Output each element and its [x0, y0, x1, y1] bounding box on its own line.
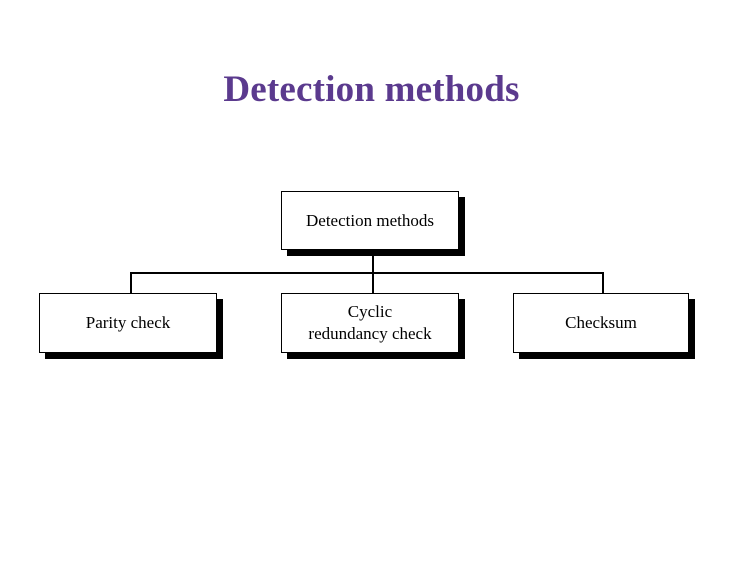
diagram-node-crc-label-line1: Cyclic — [347, 302, 393, 321]
diagram-node-parity-check[interactable]: Parity check — [39, 293, 217, 353]
connector-root-stem — [372, 250, 374, 273]
diagram-node-cyclic-redundancy-check[interactable]: Cyclic redundancy check — [281, 293, 459, 353]
diagram-node-cyclic-redundancy-check-label: Cyclic redundancy check — [300, 301, 439, 345]
diagram-node-crc-label-line2: redundancy check — [308, 324, 432, 343]
page-title: Detection methods — [223, 69, 520, 110]
diagram-node-checksum-label: Checksum — [565, 313, 637, 332]
connector-drop-parity — [130, 272, 132, 294]
connector-drop-checksum — [602, 272, 604, 294]
diagram-node-root-label: Detection methods — [306, 210, 434, 230]
diagram-node-checksum[interactable]: Checksum — [513, 293, 689, 353]
connector-horizontal-bus — [130, 272, 604, 274]
connector-drop-crc — [372, 272, 374, 294]
diagram-node-parity-check-label: Parity check — [85, 313, 171, 332]
diagram-node-root[interactable]: Detection methods — [281, 191, 459, 250]
